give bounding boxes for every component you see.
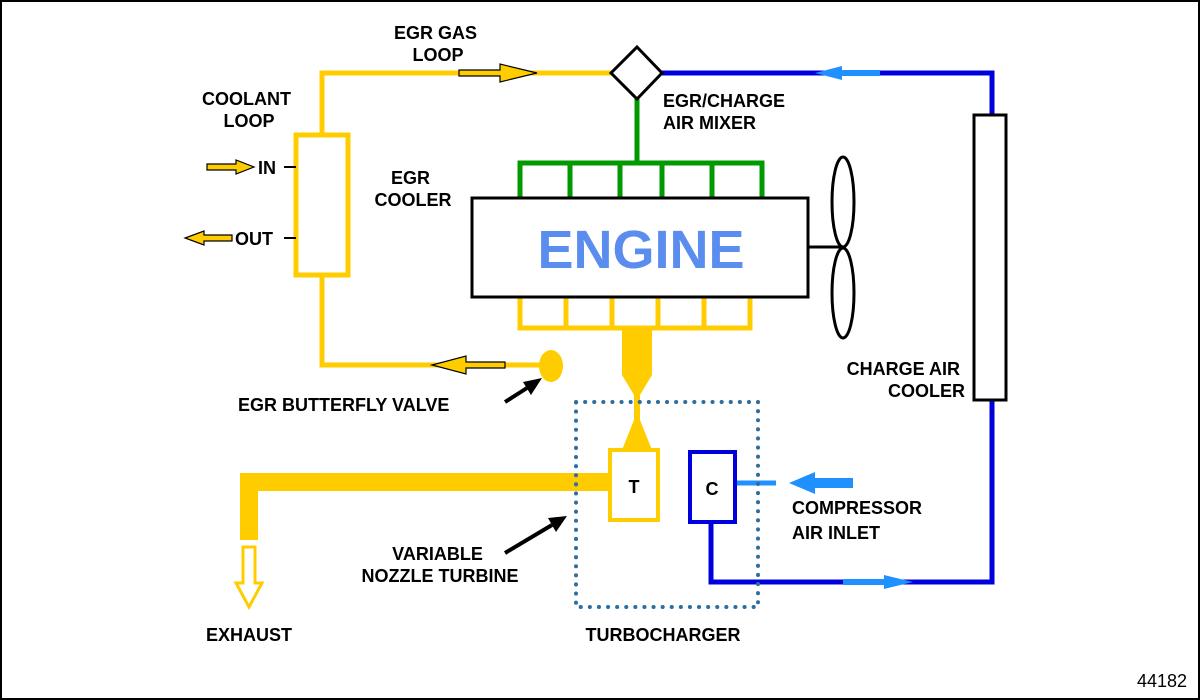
turbine-label: T <box>629 477 640 497</box>
egr-charge-air-mixer-icon <box>608 44 665 102</box>
coolant-out-arrow-icon <box>183 230 233 246</box>
compressor-air-inlet-label: COMPRESSOR AIR INLET <box>792 498 927 543</box>
compressor-outlet-arrow-icon <box>843 575 913 589</box>
egr-return-arrow-icon <box>429 355 506 375</box>
intake-manifold <box>517 97 765 198</box>
compressor-inlet-arrow-icon <box>789 472 853 494</box>
egr-butterfly-valve-label: EGR BUTTERFLY VALVE <box>238 395 449 415</box>
egr-charge-air-mixer-label: EGR/CHARGE AIR MIXER <box>663 91 790 133</box>
fan-icon <box>830 155 856 340</box>
exhaust-pipe <box>240 473 610 540</box>
coolant-out-label: OUT <box>235 229 273 249</box>
turbocharger-label: TURBOCHARGER <box>586 625 741 645</box>
turbine <box>608 448 660 522</box>
egr-gas-loop <box>233 63 753 611</box>
egr-flow-arrow-icon <box>458 63 538 83</box>
egr-cooler <box>183 132 351 278</box>
pointer-arrows <box>503 378 567 555</box>
coolant-in-arrow-icon <box>206 159 256 175</box>
engine-block <box>470 196 810 299</box>
compressor-label: C <box>706 479 719 499</box>
turbocharger-boundary <box>574 400 760 609</box>
charge-air-cooler <box>972 113 1008 402</box>
turbine-pointer-arrow-icon <box>548 516 567 532</box>
charge-air-flow-arrow-icon <box>815 66 880 80</box>
figure-number: 44182 <box>1137 671 1187 691</box>
egr-gas-loop-label: EGR GAS LOOP <box>394 23 482 65</box>
exhaust-passage <box>622 328 652 450</box>
variable-nozzle-turbine-label: VARIABLE NOZZLE TURBINE <box>362 544 519 586</box>
engine-label: ENGINE <box>537 220 744 280</box>
coolant-in-label: IN <box>258 158 276 178</box>
engine <box>470 155 856 340</box>
coolant-loop-label: COOLANT LOOP <box>202 89 296 131</box>
turbocharger <box>574 400 760 609</box>
charge-air-loop <box>662 66 995 589</box>
egr-cooler-label: EGR COOLER <box>374 168 451 210</box>
valve-pointer-arrow-icon <box>523 378 542 395</box>
exhaust-arrow-icon <box>233 545 265 611</box>
egr-butterfly-valve-icon <box>539 350 563 382</box>
compressor <box>688 450 737 524</box>
charge-air-cooler-label: CHARGE AIR COOLER <box>847 359 965 401</box>
exhaust-label: EXHAUST <box>206 625 292 645</box>
